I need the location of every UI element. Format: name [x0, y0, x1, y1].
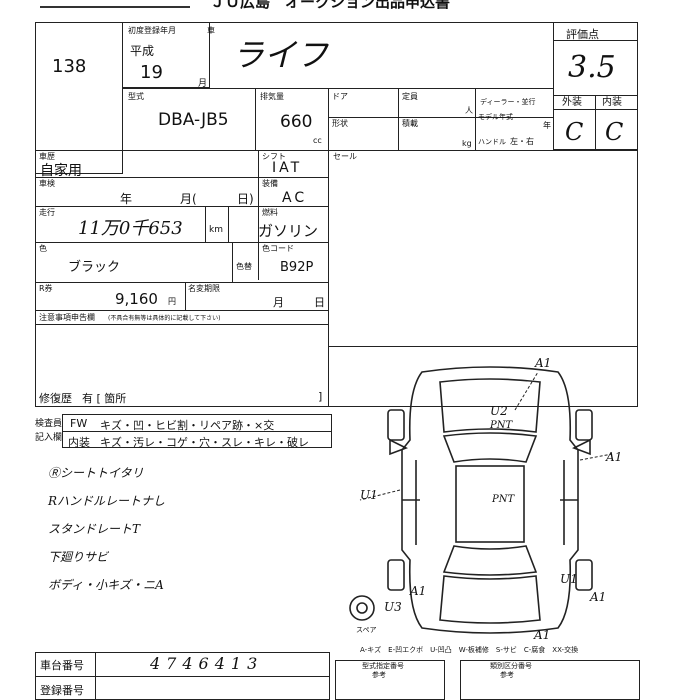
mark-u3: U3 [384, 600, 402, 614]
inspection-year-unit: 年 [120, 192, 133, 206]
grade-label: 評価点 [566, 28, 599, 41]
deadline-label: 名変期限 [188, 284, 220, 293]
capacity-label: 定員 [402, 92, 418, 101]
repair-value: 有 [ 箇所 [82, 392, 127, 405]
mark-a1-rear: A1 [534, 628, 551, 642]
header-stamp [40, 0, 190, 8]
handle-label: ハンドル [478, 138, 506, 146]
handle-value: 左・右 [510, 137, 534, 146]
car-label: 車 [207, 26, 215, 35]
load-unit: kg [462, 139, 472, 148]
color-code-label: 色コード [262, 244, 294, 253]
inspection-label: 車検 [39, 179, 55, 188]
exterior-label: 外装 [562, 97, 582, 108]
sale-box [328, 150, 638, 347]
disp-label: 排気量 [260, 92, 284, 101]
reg-label: 初度登録年月 [128, 26, 176, 35]
recycle-value: 9,160 [115, 290, 158, 308]
modelyear-label: モデル年式 [478, 113, 513, 121]
modelyear-unit: 年 [543, 121, 551, 130]
color-label: 色 [39, 244, 47, 253]
mileage-unit: km [209, 225, 223, 235]
color-code: B92P [280, 260, 314, 275]
inspector-label: 検査員 [35, 419, 63, 429]
handnote-5: ボディ・小キズ・ニA [48, 578, 164, 592]
grade-score: 3.5 [568, 50, 616, 85]
reg-era: 平成 [130, 44, 155, 58]
inspection-day-unit: 日) [237, 192, 254, 206]
recycle-unit: 円 [168, 297, 176, 306]
lot-box [35, 22, 123, 174]
reg-year: 19 [140, 62, 163, 83]
color-value: ブラック [68, 260, 121, 275]
model-value: DBA-JB5 [158, 110, 229, 130]
shape-label: 形状 [332, 119, 348, 128]
header-fragment: ＪＵ広島 オークション出品申込書 [210, 0, 451, 11]
int-items: キズ・汚レ・コゲ・穴・スレ・キレ・破レ [100, 436, 309, 449]
mileage-value: 11万0千653 [78, 218, 183, 239]
model-label: 型式 [128, 92, 144, 101]
mark-u1-bottom: U1 [560, 572, 578, 586]
deadline-day: 日 [314, 296, 325, 309]
color-change-label: 色替 [236, 262, 252, 271]
mileage-label: 走行 [39, 208, 55, 217]
inspector-label2: 記入欄 [35, 433, 63, 443]
fw-label: FW [70, 417, 88, 430]
shift-label: シフト [262, 152, 286, 161]
disp-unit: cc [313, 136, 322, 145]
mark-a1-top: A1 [535, 356, 552, 370]
handnote-3: スタンドレートT [48, 522, 141, 536]
int-label: 内装 [68, 436, 90, 449]
notes-hint: (不具合有無等は具体的に記載して下さい) [108, 315, 221, 322]
spare-label: スペア [356, 626, 377, 634]
mark-paint-roof: PNT [492, 494, 515, 505]
door-label: ドア [332, 92, 348, 101]
usage-value: 自家用 [40, 163, 82, 179]
load-label: 積載 [402, 119, 418, 128]
interior-label: 内装 [602, 97, 622, 108]
repair-label: 修復歴 [39, 392, 72, 405]
footer-model-label: 型式指定番号 [362, 662, 404, 670]
chassis-value: 4746413 [150, 654, 264, 673]
capacity-unit: 人 [465, 106, 473, 115]
fuel-label: 燃料 [262, 208, 278, 217]
fuel-value: ガソリン [258, 222, 319, 240]
regno-label: 登録番号 [40, 684, 84, 697]
inspection-month-unit: 月( [180, 192, 197, 206]
shift-value: IAT [272, 160, 303, 176]
legend: A-キズ E-凹エクボ U-凹凸 W-板補修 S-サビ C-腐食 XX-交換 [360, 646, 579, 654]
car-name: ライフ [232, 36, 329, 74]
lot-number: 138 [52, 56, 87, 77]
ac-value: AC [282, 190, 308, 206]
reg-box [122, 22, 210, 88]
mark-a1-right: A1 [590, 590, 607, 604]
footer-class-label: 類別区分番号 [490, 662, 532, 670]
mark-a1-side: A1 [606, 450, 623, 464]
exterior-grade: C [565, 118, 584, 146]
repair-close: ] [318, 390, 323, 403]
handnote-1: Ⓡシートトイタリ [48, 466, 144, 480]
mark-u2: U2 [490, 404, 508, 418]
car-diagram [349, 366, 613, 634]
handnote-2: Rハンドルレートナし [48, 494, 166, 508]
disp-value: 660 [280, 112, 313, 132]
recycle-label: R券 [39, 284, 53, 293]
ac-label: 装備 [262, 179, 278, 188]
mark-u1: U1 [360, 488, 378, 502]
deadline-month: 月 [273, 296, 284, 309]
sale-label: セール [333, 152, 357, 161]
reg-month-unit: 月 [198, 79, 208, 89]
dealer-label: ディーラー・並行 [480, 98, 536, 106]
footer-class-hint: 参考 [500, 671, 514, 679]
mark-a1-left: A1 [410, 584, 427, 598]
interior-grade: C [605, 118, 624, 146]
fw-items: キズ・凹・ヒビ割・リペア跡・×交 [100, 419, 275, 432]
chassis-label: 車台番号 [40, 659, 84, 672]
mark-paint-front: PNT [490, 420, 513, 431]
usage-label: 車歴 [39, 152, 55, 161]
footer-class-box [460, 660, 640, 700]
notes-label: 注意事項申告欄 [39, 313, 95, 322]
handnote-4: 下廻りサビ [48, 550, 109, 564]
footer-model-hint: 参考 [372, 671, 386, 679]
